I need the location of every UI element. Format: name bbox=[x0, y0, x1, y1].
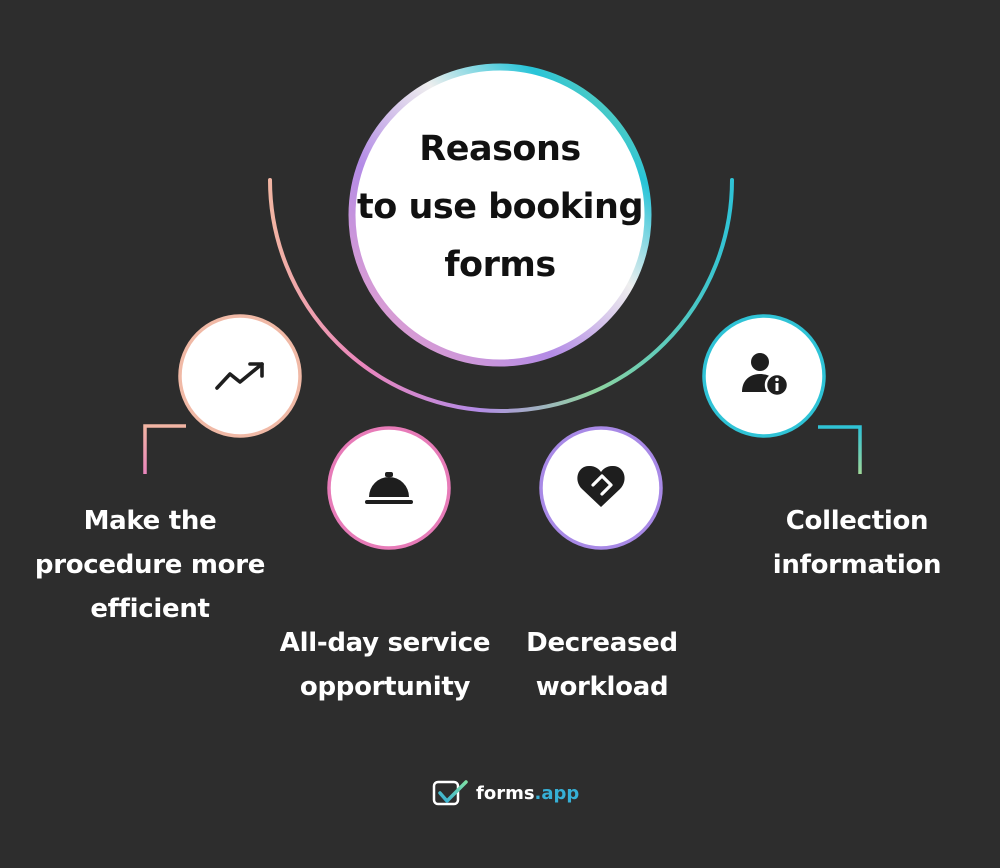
item-label-3-line-2: workload bbox=[535, 672, 669, 702]
item-label-2-line-1: All-day service bbox=[279, 628, 491, 658]
forms-app-logo-icon bbox=[432, 780, 468, 806]
trending-up-icon bbox=[215, 362, 264, 390]
service-bell-icon bbox=[365, 472, 413, 504]
item-circle-4 bbox=[702, 314, 826, 438]
item-label-3: Decreased workload bbox=[482, 621, 722, 709]
item-circle-3 bbox=[539, 426, 663, 550]
user-info-icon bbox=[742, 353, 790, 398]
item-label-2-line-2: opportunity bbox=[299, 672, 471, 702]
item-circle-2 bbox=[327, 426, 451, 550]
brand-name: forms.app bbox=[476, 780, 579, 808]
item-circle-1 bbox=[178, 314, 302, 438]
item-label-3-line-1: Decreased bbox=[526, 628, 678, 658]
title-line-3: forms bbox=[444, 245, 556, 285]
brand-name-text: forms bbox=[476, 783, 535, 804]
item-label-2: All-day service opportunity bbox=[265, 621, 505, 709]
title-line-1: Reasons bbox=[419, 129, 581, 169]
item-label-4: Collection information bbox=[737, 499, 977, 587]
connector-line-1 bbox=[143, 424, 186, 474]
title-line-2: to use booking bbox=[356, 187, 644, 227]
item-label-1-line-1: Make the bbox=[83, 506, 217, 536]
brand-tld-text: .app bbox=[534, 783, 580, 804]
title-circle bbox=[348, 63, 652, 367]
page-title: Reasons to use booking forms bbox=[350, 120, 650, 294]
connector-line-4 bbox=[818, 425, 862, 474]
item-label-1-line-2: procedure more bbox=[34, 550, 266, 580]
heart-handshake-icon bbox=[577, 465, 625, 507]
connector-arc bbox=[268, 178, 734, 413]
item-label-4-line-1: Collection bbox=[785, 506, 929, 536]
item-label-1: Make the procedure more efficient bbox=[30, 499, 270, 631]
item-label-4-line-2: information bbox=[772, 550, 942, 580]
item-label-1-line-3: efficient bbox=[90, 594, 210, 624]
